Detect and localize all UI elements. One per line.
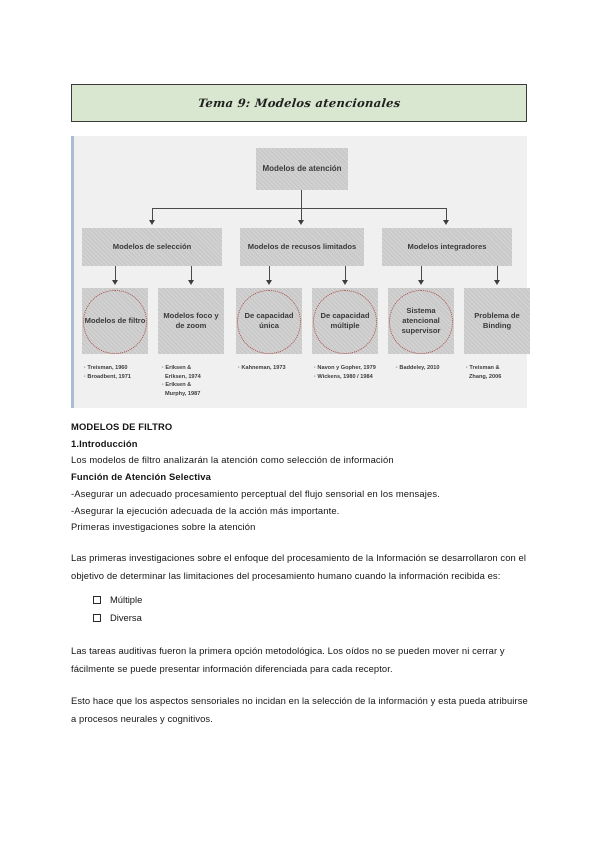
diagram-node-foco-zoom: Modelos foco y de zoom: [158, 288, 224, 354]
citation-line: · Treisman, 1960: [84, 365, 128, 371]
diagram-node-capacidad-multiple-label: De capacidad múltiple: [320, 310, 370, 330]
citation-line: · Broadbent, 1971: [84, 373, 131, 380]
section-subheading: 1.Introducción: [71, 437, 138, 449]
diagram-node-recursos-limitados-label: Modelos de recusos limitados: [247, 241, 357, 251]
connector-root-stem: [301, 190, 303, 208]
citation-line: · Treisman &: [466, 365, 500, 371]
subsection-title: Función de Atención Selectiva: [71, 471, 211, 483]
paragraph-2: Las tareas auditivas fueron la primera o…: [71, 644, 505, 674]
paragraph-1: Las primeras investigaciones sobre el en…: [71, 551, 527, 581]
checkbox-item-multiple[interactable]: Múltiple: [93, 595, 531, 604]
diagram-node-capacidad-unica: De capacidad única: [236, 288, 302, 354]
citation-group-problema-binding: · Treisman & Zhang, 2006: [466, 364, 532, 381]
diagram-node-sistema-supervisor-label: Sistema atencional supervisor: [401, 305, 441, 336]
citation-group-sistema-supervisor: · Baddeley, 2010: [396, 364, 466, 373]
citation-line: · Eriksen &: [162, 365, 192, 371]
concept-diagram: Modelos de atención Modelos de selección…: [71, 136, 530, 408]
citation-line: Zhang, 2006: [469, 373, 502, 380]
checkbox-icon[interactable]: [93, 595, 101, 604]
spacer: [71, 539, 531, 549]
connector-r3-6: [497, 266, 499, 280]
arrow-to-row2-left: [149, 220, 155, 225]
checkbox-item-diversa[interactable]: Diversa: [93, 612, 531, 624]
diagram-node-integradores: Modelos integradores: [382, 228, 512, 266]
connector-branch-left: [152, 208, 154, 220]
citation-line: · Baddeley, 2010: [396, 365, 440, 371]
connector-r3-2: [191, 266, 193, 280]
bullet-line-1: -Asegurar un adecuado procesamiento perc…: [71, 487, 440, 499]
checkbox-label: Múltiple: [110, 594, 143, 606]
connector-r3-5: [421, 266, 423, 280]
diagram-node-modelos-filtro-label: Modelos de filtro: [84, 315, 146, 325]
connector-r3-3: [269, 266, 271, 280]
citation-line: Eriksen, 1974: [165, 373, 201, 380]
diagram-node-foco-zoom-label: Modelos foco y de zoom: [163, 310, 219, 330]
arrow-to-problema-binding: [494, 280, 500, 285]
diagram-node-root-label: Modelos de atención: [262, 163, 342, 173]
checkbox-label: Diversa: [110, 612, 142, 624]
diagram-node-sistema-supervisor: Sistema atencional supervisor: [388, 288, 454, 354]
intro-line: Los modelos de filtro analizarán la aten…: [71, 454, 394, 466]
paragraph-3: Esto hace que los aspectos sensoriales n…: [71, 694, 528, 724]
research-line: Primeras investigaciones sobre la atenci…: [71, 521, 256, 533]
spacer: [71, 678, 531, 692]
diagram-node-seleccion: Modelos de selección: [82, 228, 222, 266]
bullet-line-2: -Asegurar la ejecución adecuada de la ac…: [71, 504, 340, 516]
citation-group-foco-zoom: · Eriksen & Eriksen, 1974 · Eriksen & Mu…: [162, 364, 236, 399]
arrow-to-modelos-filtro: [112, 280, 118, 285]
citation-line: · Kahneman, 1973: [238, 365, 286, 371]
diagram-node-seleccion-label: Modelos de selección: [112, 241, 192, 251]
diagram-node-recursos-limitados: Modelos de recusos limitados: [240, 228, 364, 266]
connector-branch-mid: [301, 208, 303, 220]
diagram-node-capacidad-multiple: De capacidad múltiple: [312, 288, 378, 354]
arrow-to-sistema-supervisor: [418, 280, 424, 285]
arrow-to-row2-mid: [298, 220, 304, 225]
citation-group-capacidad-multiple: · Navon y Gopher, 1979 · Wickens, 1980 /…: [314, 364, 396, 381]
arrow-to-capacidad-multiple: [342, 280, 348, 285]
connector-r3-4: [345, 266, 347, 280]
diagram-node-problema-binding-label: Problema de Binding: [474, 310, 520, 330]
diagram-node-integradores-label: Modelos integradores: [407, 241, 487, 251]
citation-group-capacidad-unica: · Kahneman, 1973: [238, 364, 316, 373]
diagram-node-problema-binding: Problema de Binding: [464, 288, 530, 354]
diagram-node-modelos-filtro: Modelos de filtro: [82, 288, 148, 354]
title-banner: Tema 9: Modelos atencionales: [71, 84, 527, 122]
spacer: [71, 632, 531, 642]
arrow-to-foco-zoom: [188, 280, 194, 285]
citation-line: · Navon y Gopher, 1979: [314, 365, 376, 371]
arrow-to-capacidad-unica: [266, 280, 272, 285]
citation-group-modelos-filtro: · Treisman, 1960 · Broadbent, 1971: [84, 364, 162, 381]
diagram-node-capacidad-unica-label: De capacidad única: [244, 310, 294, 330]
arrow-to-row2-right: [443, 220, 449, 225]
citation-line: · Eriksen &: [162, 382, 192, 389]
citation-line: · Wickens, 1980 / 1984: [314, 373, 373, 380]
document-body: MODELOS DE FILTRO 1.Introducción Los mod…: [71, 422, 531, 728]
connector-r3-1: [115, 266, 117, 280]
diagram-node-root: Modelos de atención: [256, 148, 348, 190]
checkbox-icon[interactable]: [93, 614, 101, 623]
citation-line: Murphy, 1987: [165, 390, 201, 397]
page-title: Tema 9: Modelos atencionales: [196, 96, 402, 110]
section-heading: MODELOS DE FILTRO: [71, 421, 173, 432]
connector-branch-right: [446, 208, 448, 220]
connector-bus: [152, 208, 447, 210]
